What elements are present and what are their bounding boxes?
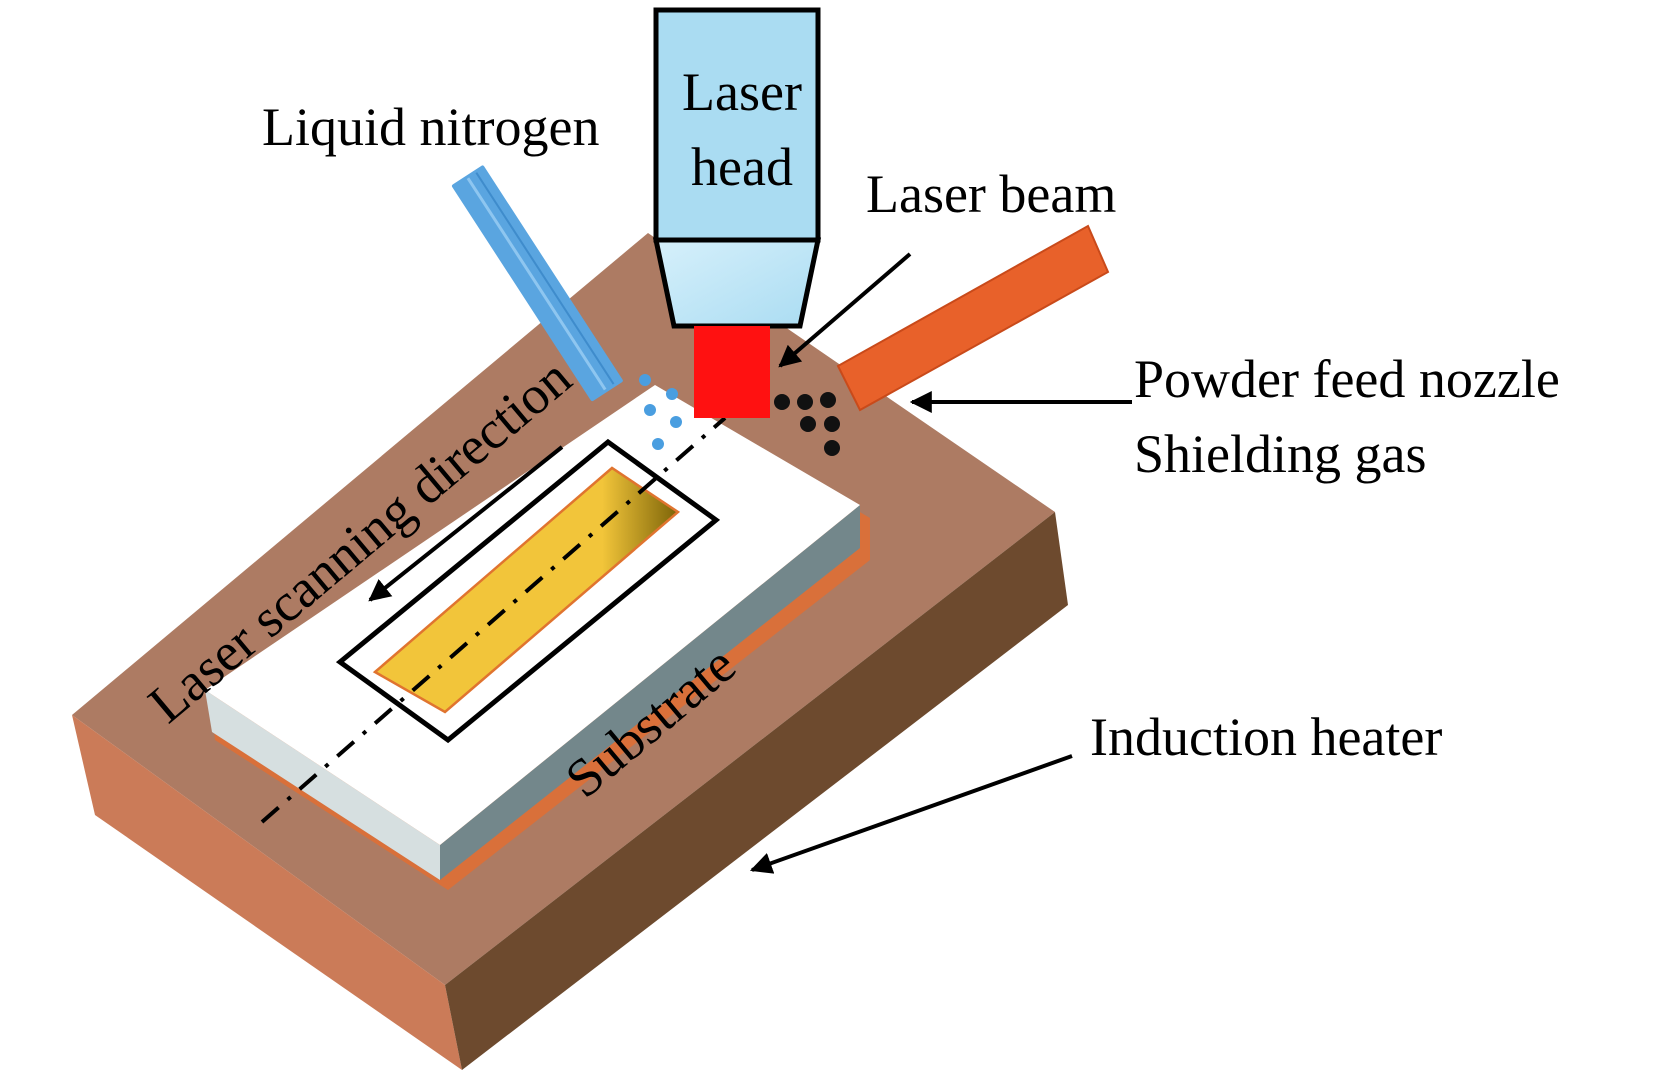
substrate-right-face	[440, 505, 860, 880]
powder-feed-nozzle-label: Powder feed nozzle	[1134, 349, 1560, 409]
scan-centerline	[260, 416, 727, 824]
liquid-nitrogen-label: Liquid nitrogen	[262, 97, 599, 157]
powder-feed-nozzle	[836, 224, 1110, 412]
heater-right-face	[445, 512, 1068, 1070]
induction-heater-label: Induction heater	[1090, 707, 1442, 767]
laser-head-lens	[652, 237, 822, 329]
substrate-left-face	[205, 690, 440, 880]
shielding-gas-label: Shielding gas	[1134, 424, 1427, 484]
liquid-nitrogen-nozzle	[451, 165, 623, 402]
scanning-direction-arrow	[368, 445, 564, 602]
laser-head: Laser head	[652, 7, 822, 329]
powder-particles	[774, 392, 840, 456]
laser-head-label-line2: head	[691, 137, 793, 197]
induction-heater-arrow	[749, 754, 1073, 874]
laser-beam	[694, 326, 770, 418]
laser-beam-label: Laser beam	[866, 164, 1116, 224]
laser-beam-arrow	[778, 252, 912, 368]
track-outline-box	[335, 438, 721, 744]
nozzle-icon	[836, 224, 1110, 412]
heater-left-face	[72, 715, 462, 1070]
laser-head-icon	[653, 7, 821, 243]
laser-head-label-line1: Laser	[682, 62, 802, 122]
